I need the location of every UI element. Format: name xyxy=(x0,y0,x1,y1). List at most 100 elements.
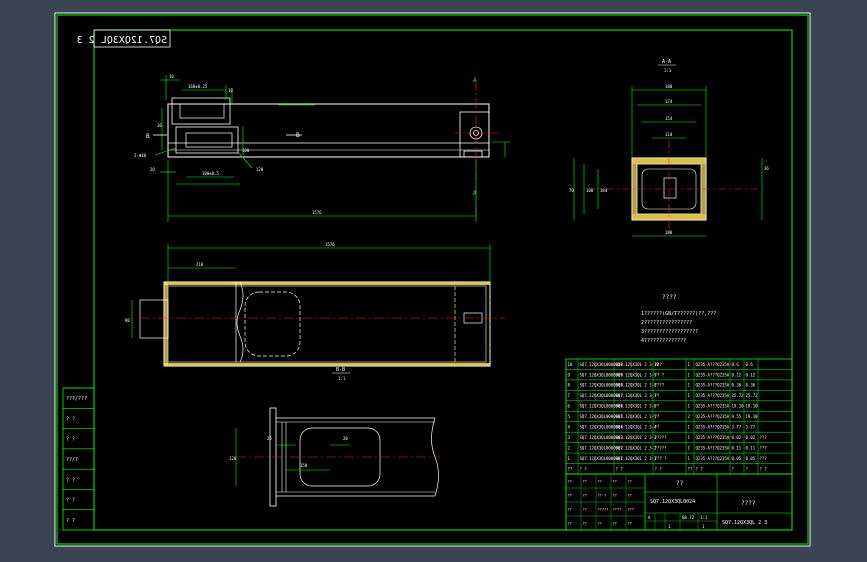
bom-cell: 7 xyxy=(568,393,571,398)
title-block-label: ????? xyxy=(598,508,609,512)
bom-header-cell: ? ? xyxy=(655,466,663,471)
title-block-label: ?? xyxy=(613,522,617,526)
bom-cell: 0.11 xyxy=(746,445,756,450)
bom-cell: 9.55 xyxy=(732,414,742,419)
bom-cell: 1 xyxy=(688,362,691,367)
bb-dim-80: 80 xyxy=(125,318,130,323)
title-weight: 68.72 xyxy=(682,515,695,520)
left-strip-cell: ? ? xyxy=(66,518,75,524)
bom-cell: SQ7.12QX3QL 2 3-9 xyxy=(616,372,658,377)
bom-header-cell: ?? xyxy=(688,466,693,471)
bom-cell: SQ7.12QX3QL0000005 xyxy=(580,414,624,419)
bom-cell: 0.6 xyxy=(746,362,754,367)
bom-cell: Q235-A???Q235A xyxy=(696,393,730,398)
dim-16: 16 xyxy=(157,123,162,128)
bom-cell: 3.77 xyxy=(746,425,756,430)
title-block-label: ?? xyxy=(568,522,572,526)
bom-cell: 0.36 xyxy=(746,383,756,388)
bom-header-cell: ? xyxy=(732,466,735,471)
title-block-label: ?? xyxy=(613,494,617,498)
bom-header-cell: ? ? xyxy=(580,466,588,471)
section-bb-title: B-B xyxy=(336,367,345,373)
bom-header-cell: ? xyxy=(746,466,749,471)
bom-cell: 0.05 xyxy=(732,456,742,461)
bom-cell: 0.6 xyxy=(732,362,740,367)
aa-dim-184: 184 xyxy=(600,188,608,193)
left-strip-cell: ? ? xyxy=(66,416,75,422)
aa-dim-174: 174 xyxy=(665,99,673,104)
title-block-label: ?? xyxy=(598,480,602,484)
title-block-label: ?? xyxy=(628,494,632,498)
note-line-4: 4?????????????? xyxy=(641,338,686,344)
technical-notes: ???? 1??????(GB/T??????)??,??? 2????????… xyxy=(641,294,716,344)
bom-cell: SQ7.12QX3QL0000003 xyxy=(580,435,624,440)
section-marker-top: A xyxy=(473,77,477,84)
bom-cell: 1 xyxy=(688,404,691,409)
bom-cell: Q235-A???Q235A xyxy=(696,425,730,430)
aa-dim-100: 100 xyxy=(586,188,594,193)
bom-cell: 1 xyxy=(688,456,691,461)
bom-cell: 19.10 xyxy=(746,414,759,419)
outer-frame xyxy=(56,14,809,545)
detail-dim-150: 150 xyxy=(300,463,308,468)
bom-cell: ??? ? xyxy=(655,456,668,461)
section-aa-scale: 1:1 xyxy=(664,68,672,73)
bom-cell: ?? ? xyxy=(655,372,665,377)
title-block-label: ?? xyxy=(568,508,572,512)
note-line-2: 2???????????????? xyxy=(641,320,692,326)
bom-header-cell: ?? xyxy=(568,466,573,471)
title-block-label: ?? xyxy=(583,508,587,512)
bom-cell: 25.72 xyxy=(732,393,745,398)
title-stage: A xyxy=(648,515,651,520)
note-line-1: 1??????(GB/T??????)??,??? xyxy=(641,311,716,317)
title-block-label: ???? xyxy=(613,508,622,512)
bom-cell: ?? xyxy=(655,404,660,409)
notes-heading: ???? xyxy=(662,294,677,301)
bom-cell: SQ7.12QX3QL 2 3-7 xyxy=(616,393,658,398)
section-bb-scale: 1:1 xyxy=(338,376,346,381)
title-sheets-total: 1 xyxy=(702,524,705,529)
bom-cell: 19.10 xyxy=(732,404,745,409)
left-strip-cell: ???/??? xyxy=(66,396,87,402)
dim-180: 180±0.5 xyxy=(202,171,219,176)
bb-dim-210: 210 xyxy=(196,262,204,267)
title-drawing-code: SQ7.12QX3QL0024 xyxy=(650,499,695,505)
title-block-label: ?? xyxy=(583,480,587,484)
bom-cell: 9 xyxy=(568,372,571,377)
bom-cell: Q235-A???Q235A xyxy=(696,372,730,377)
title-drawing-number: SQ7.12QX3QL 2 3 xyxy=(722,520,767,526)
dim-160: 160±0.25 xyxy=(188,84,208,89)
bom-cell: Q235-A???Q235A xyxy=(696,435,730,440)
bom-cell: Q235-A???Q235A xyxy=(696,445,730,450)
aa-dim-154: 154 xyxy=(665,116,673,121)
bom-cell: 5 xyxy=(568,414,571,419)
title-block-label: ?? xyxy=(583,494,587,498)
dim-2-phi10: 2-Φ10 xyxy=(134,153,147,158)
bom-cell: 1 xyxy=(688,435,691,440)
title-block-label: ??? xyxy=(628,508,635,512)
title-block-label: ?? ? xyxy=(598,494,607,498)
drawing-sheet xyxy=(54,12,811,547)
detail-view: 25 20 150 120 xyxy=(229,407,440,507)
dim-120: 120 xyxy=(256,167,264,172)
main-view: A A B B 10 160±0.25 10 16 180±0.5 2-Φ10 … xyxy=(134,74,510,222)
bom-cell: SQ7.12QX3QL 2 3-2 xyxy=(616,445,658,450)
bom-cell: SQ7.12QX3QL0000006 xyxy=(580,404,624,409)
bom-cell: SQ7.12QX3QL0000001 xyxy=(580,456,624,461)
bom-cell: 0.05 xyxy=(746,456,756,461)
title-block-label: ?? xyxy=(628,480,632,484)
bom-cell: Q235-A???Q235A xyxy=(696,414,730,419)
bom-cell: SQ7.12QX3QL0000010 xyxy=(580,362,624,367)
left-strip-cell: ? ? xyxy=(66,437,75,443)
bom-cell: SQ7.12QX3QL 2 3-3 xyxy=(616,435,658,440)
bom-cell: SQ7.12QX3QL 2 3-5 xyxy=(616,414,658,419)
bom-cell: ????? xyxy=(655,445,668,450)
bom-cell: 1 xyxy=(688,383,691,388)
title-scale: 1:1 xyxy=(700,515,708,520)
title-block-label: ?? xyxy=(628,522,632,526)
bom-cell: SQ7.12QX3QL0000009 xyxy=(580,372,624,377)
title-company: ???? xyxy=(741,500,756,507)
section-aa-view: A-A 1:1 180 174 154 110 70 100 184 36 18… xyxy=(569,59,769,237)
